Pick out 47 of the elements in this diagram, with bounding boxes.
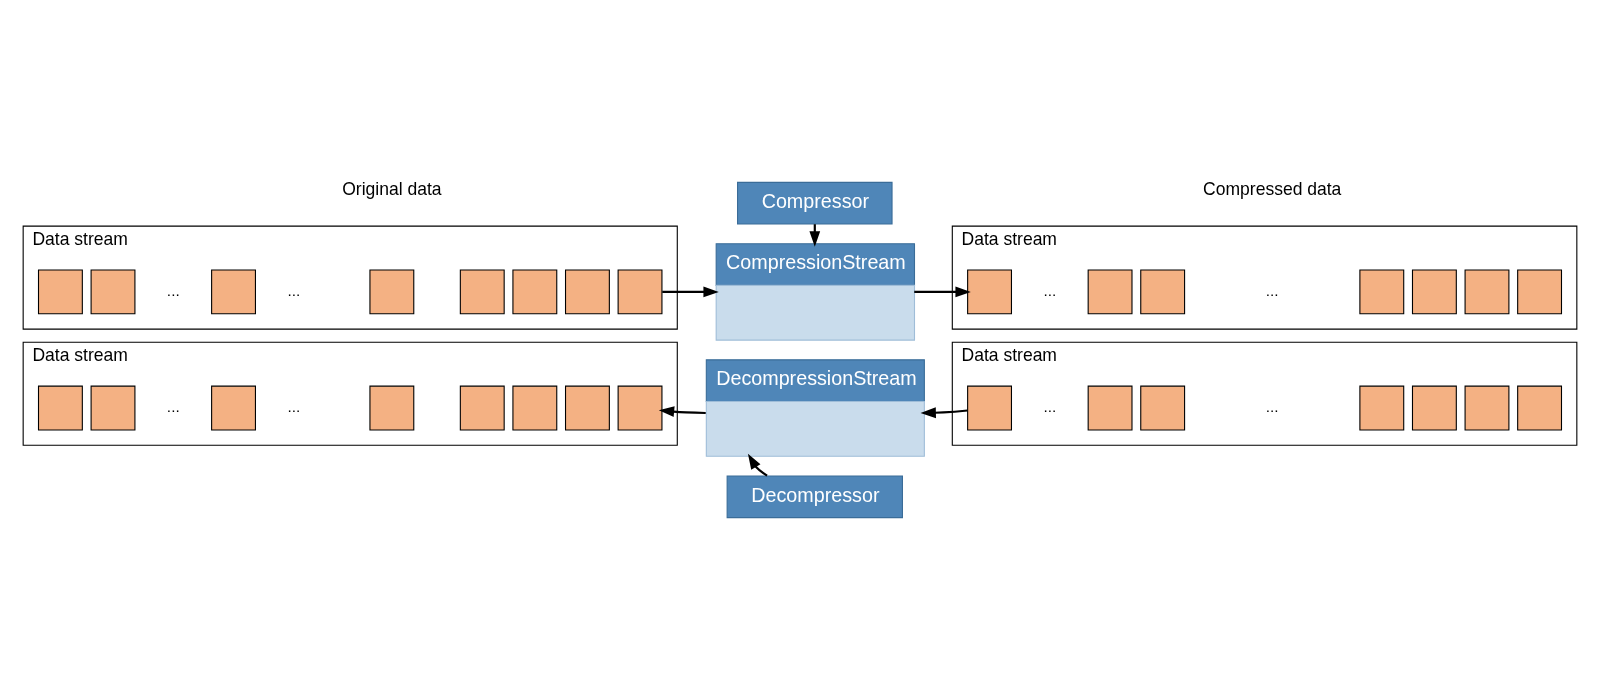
node-box: [90, 385, 136, 431]
node-box: [1464, 385, 1510, 431]
node-box: [1359, 269, 1405, 315]
node-box: [1464, 269, 1510, 315]
node-box: [369, 269, 415, 315]
node-text: ...: [287, 281, 301, 299]
node-text: ...: [287, 398, 301, 416]
node-box: [211, 385, 256, 431]
node-box: [1411, 385, 1457, 431]
node-text: ...: [1043, 398, 1057, 416]
node-box: [1411, 269, 1457, 315]
node-box: [1140, 385, 1186, 431]
node-box: [564, 385, 610, 431]
node-box: [512, 385, 558, 431]
node-box: [967, 385, 1012, 431]
node-box: [1140, 269, 1186, 315]
node-text: ...: [1265, 281, 1279, 299]
node-box: [617, 385, 663, 431]
node-text: ...: [1265, 398, 1279, 416]
node-box: [512, 269, 558, 315]
node-box: Decompressor: [726, 475, 903, 519]
node-box: [211, 269, 256, 315]
node-box: Compressor: [737, 181, 893, 225]
arrow: [920, 407, 968, 419]
node-box: [90, 269, 136, 315]
label: Compressed data: [1203, 179, 1342, 200]
node-box: [1087, 385, 1133, 431]
node-box: [37, 385, 83, 431]
node-box: [37, 269, 83, 315]
arrow: [914, 286, 971, 298]
node-text: ...: [166, 398, 180, 416]
node-box: [1087, 269, 1133, 315]
node-box: [617, 269, 663, 315]
label: Original data: [342, 179, 442, 200]
node-text: ...: [166, 281, 180, 299]
arrow: [747, 453, 768, 477]
node-box: [459, 385, 505, 431]
node-box: [564, 269, 610, 315]
node-box: [369, 385, 415, 431]
node-box: [459, 269, 505, 315]
node-box: [1359, 385, 1405, 431]
arrow: [658, 406, 706, 417]
node-box: [1517, 269, 1563, 315]
node-box: [1517, 385, 1563, 431]
arrow: [662, 286, 719, 298]
node-text: ...: [1043, 281, 1057, 299]
node-box: [967, 269, 1012, 315]
